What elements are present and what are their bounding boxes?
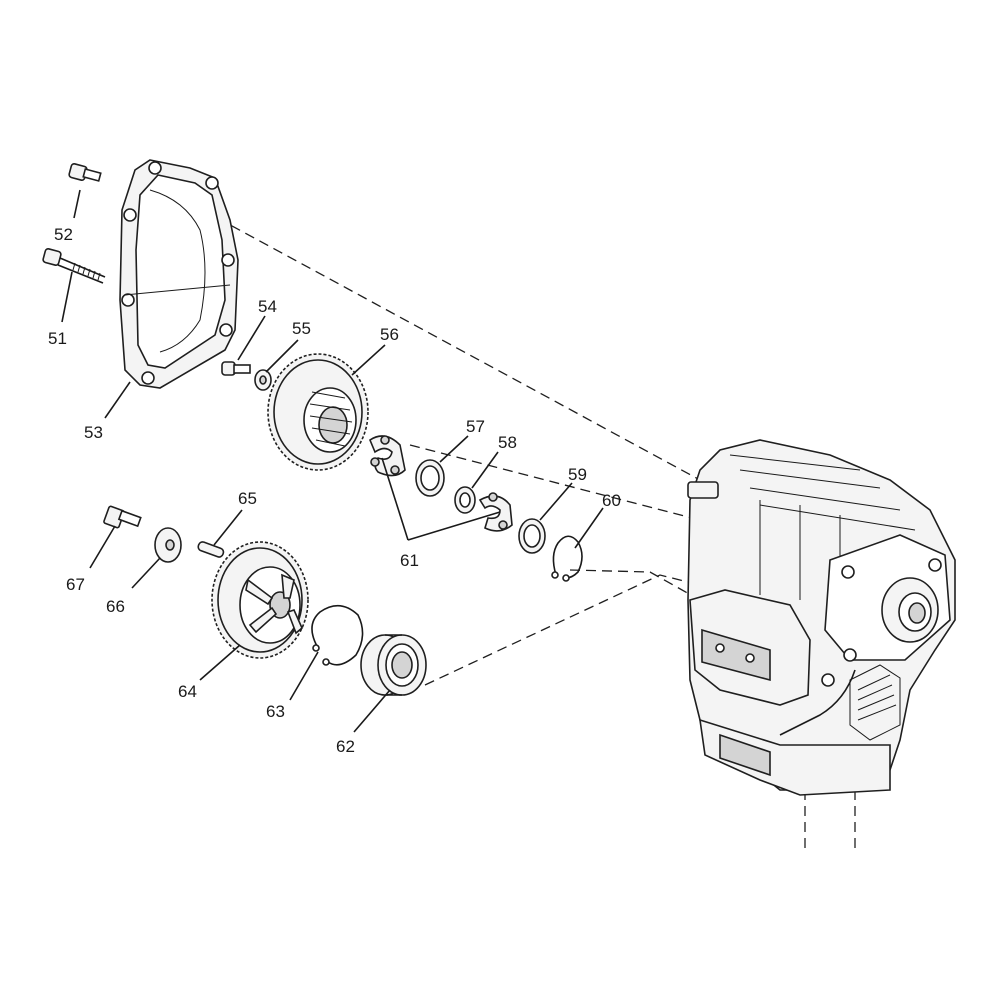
callout-60: 60 bbox=[602, 491, 621, 510]
callout-53: 53 bbox=[84, 423, 103, 442]
part-61-bearing-cage-upper[interactable] bbox=[369, 435, 406, 477]
part-65-dowel-pin[interactable] bbox=[197, 541, 225, 558]
part-60-retaining-ring[interactable] bbox=[551, 535, 583, 582]
callout-55: 55 bbox=[292, 319, 311, 338]
part-62-ball-bearing[interactable] bbox=[360, 634, 427, 696]
assembly-axis-lines bbox=[174, 194, 856, 850]
callout-52: 52 bbox=[54, 225, 73, 244]
part-52-cap-screw[interactable] bbox=[68, 163, 102, 182]
callout-65: 65 bbox=[238, 489, 257, 508]
motor-gearbox-assembly[interactable] bbox=[687, 439, 956, 796]
callout-54: 54 bbox=[258, 297, 277, 316]
callout-64: 64 bbox=[178, 682, 197, 701]
part-56-spur-gear[interactable] bbox=[267, 353, 369, 471]
callout-59: 59 bbox=[568, 465, 587, 484]
callout-63: 63 bbox=[266, 702, 285, 721]
callout-62: 62 bbox=[336, 737, 355, 756]
callout-57: 57 bbox=[466, 417, 485, 436]
part-51-long-cap-screw[interactable] bbox=[42, 248, 106, 284]
callout-58: 58 bbox=[498, 433, 517, 452]
callout-67: 67 bbox=[66, 575, 85, 594]
part-66-disc-washer[interactable] bbox=[154, 527, 182, 563]
part-53-housing-cover[interactable] bbox=[119, 159, 239, 389]
leader-lines bbox=[61, 189, 604, 733]
part-64-spoked-gear[interactable] bbox=[211, 541, 309, 659]
part-67-hex-bolt[interactable] bbox=[103, 505, 142, 529]
part-54-screw[interactable] bbox=[221, 361, 251, 376]
callout-61: 61 bbox=[400, 551, 419, 570]
part-55-washer[interactable] bbox=[254, 369, 272, 391]
callout-51: 51 bbox=[48, 329, 67, 348]
part-63-circlip[interactable] bbox=[311, 604, 364, 666]
part-57-spacer-ring[interactable] bbox=[415, 459, 445, 497]
callout-66: 66 bbox=[106, 597, 125, 616]
part-61-bearing-cage-lower[interactable] bbox=[478, 492, 513, 532]
part-58-thrust-washer[interactable] bbox=[454, 486, 476, 514]
part-59-shim-ring[interactable] bbox=[518, 518, 546, 554]
callout-labels: 52 51 53 54 55 56 57 58 59 60 61 65 67 6… bbox=[48, 225, 621, 756]
callout-56: 56 bbox=[380, 325, 399, 344]
